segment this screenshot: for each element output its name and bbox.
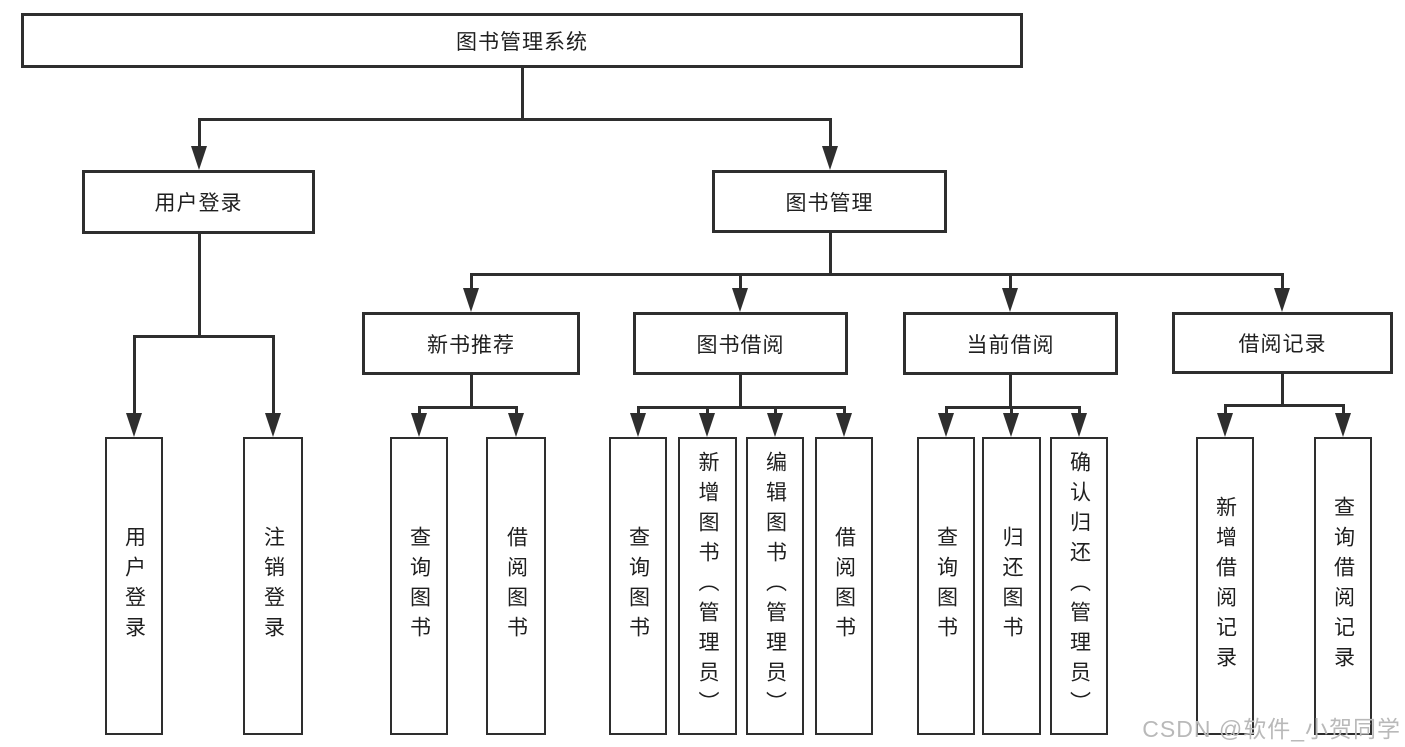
connector-current-stem <box>1009 375 1012 409</box>
node-root-label: 图书管理系统 <box>456 30 588 54</box>
connector-book-management-stem <box>828 233 832 276</box>
connector-user-login-stem <box>197 234 201 338</box>
leaf-recommend-borrow-books: 借阅图书 <box>486 437 546 735</box>
arrowhead-current-return <box>1003 413 1019 437</box>
connector-root-bar <box>197 118 832 121</box>
leaf-borrowing-query-books-label: 查询图书 <box>626 526 650 646</box>
arrowhead-recommend-borrow <box>507 413 524 437</box>
node-new-book-recommend-label: 新书推荐 <box>427 333 515 357</box>
connector-arm-user-login <box>197 118 201 148</box>
leaf-current-query-books: 查询图书 <box>917 437 975 735</box>
connector-borrowing-stem <box>739 375 742 409</box>
arrowhead-borrowing-edit <box>766 413 783 437</box>
connector-arm-borrowing-borrow <box>842 406 846 416</box>
arrowhead-leaf-logout <box>264 413 281 437</box>
connector-arm-borrowing-records <box>1281 273 1284 290</box>
leaf-records-add-record-label: 新增借阅记录 <box>1213 496 1237 676</box>
leaf-logout-login: 注销登录 <box>243 437 303 735</box>
arrowhead-user-login <box>190 146 207 170</box>
arrowhead-current-query <box>937 413 954 437</box>
arrowhead-borrowing-borrow <box>835 413 852 437</box>
leaf-records-query-record: 查询借阅记录 <box>1314 437 1372 735</box>
leaf-logout-login-label: 注销登录 <box>261 526 285 646</box>
leaf-borrowing-query-books: 查询图书 <box>609 437 667 735</box>
connector-arm-new-book-recommend <box>469 273 473 290</box>
node-new-book-recommend: 新书推荐 <box>362 312 580 375</box>
node-user-login: 用户登录 <box>82 170 315 234</box>
connector-arm-borrowing-edit <box>773 406 777 416</box>
leaf-borrowing-edit-books-admin: 编辑图书（管理员） <box>746 437 804 735</box>
connector-arm-current-return <box>1010 406 1013 416</box>
arrowhead-current-borrowing <box>1002 288 1018 312</box>
arrowhead-book-management <box>821 146 838 170</box>
leaf-records-query-record-label: 查询借阅记录 <box>1331 496 1355 676</box>
leaf-records-add-record: 新增借阅记录 <box>1196 437 1254 735</box>
leaf-recommend-query-books: 查询图书 <box>390 437 448 735</box>
connector-arm-current-query <box>944 406 948 416</box>
node-book-borrowing-label: 图书借阅 <box>696 333 785 357</box>
node-book-management: 图书管理 <box>712 170 947 233</box>
connector-recommend-bar <box>417 406 518 409</box>
connector-arm-borrowing-query <box>636 406 640 416</box>
arrowhead-book-borrowing <box>732 288 748 312</box>
node-current-borrowing: 当前借阅 <box>903 312 1118 375</box>
connector-arm-current-confirm <box>1077 406 1081 416</box>
leaf-current-return-books-label: 归还图书 <box>1000 526 1023 646</box>
leaf-borrowing-borrow-books: 借阅图书 <box>815 437 873 735</box>
connector-arm-leaf-user-login <box>132 335 136 415</box>
arrowhead-borrowing-add <box>699 413 715 437</box>
arrowhead-borrowing-records <box>1274 288 1290 312</box>
connector-arm-leaf-logout <box>271 335 275 415</box>
leaf-borrowing-borrow-books-label: 借阅图书 <box>832 526 856 646</box>
connector-recommend-stem <box>469 375 473 409</box>
node-root-library-system: 图书管理系统 <box>21 13 1023 68</box>
node-borrowing-records-label: 借阅记录 <box>1238 333 1327 356</box>
arrowhead-records-add <box>1216 413 1233 437</box>
connector-arm-records-add <box>1223 404 1227 416</box>
leaf-recommend-borrow-books-label: 借阅图书 <box>504 526 528 646</box>
connector-arm-book-management <box>828 118 832 148</box>
connector-records-bar <box>1223 404 1344 407</box>
csdn-watermark: CSDN @软件_小贺同学 <box>1142 716 1401 742</box>
connector-arm-borrowing-add <box>706 406 709 416</box>
leaf-borrowing-add-books-admin-label: 新增图书（管理员） <box>696 451 719 721</box>
leaf-current-confirm-return-admin: 确认归还（管理员） <box>1050 437 1108 735</box>
connector-arm-recommend-query <box>417 406 421 416</box>
connector-arm-book-borrowing <box>739 273 742 290</box>
leaf-user-login-label: 用户登录 <box>122 526 146 646</box>
leaf-borrowing-add-books-admin: 新增图书（管理员） <box>678 437 737 735</box>
arrowhead-leaf-user-login <box>125 413 142 437</box>
connector-arm-records-query <box>1341 404 1345 416</box>
connector-arm-current-borrowing <box>1009 273 1012 290</box>
leaf-current-confirm-return-admin-label: 确认归还（管理员） <box>1067 451 1091 721</box>
leaf-borrowing-edit-books-admin-label: 编辑图书（管理员） <box>763 451 787 721</box>
leaf-current-query-books-label: 查询图书 <box>934 526 958 646</box>
connector-records-stem <box>1281 374 1284 407</box>
connector-root-stem <box>520 68 524 121</box>
arrowhead-recommend-query <box>410 413 427 437</box>
leaf-user-login: 用户登录 <box>105 437 163 735</box>
connector-user-login-bar <box>132 335 275 338</box>
node-book-borrowing: 图书借阅 <box>633 312 848 375</box>
connector-book-management-bar <box>469 273 1284 276</box>
leaf-current-return-books: 归还图书 <box>982 437 1041 735</box>
connector-borrowing-bar <box>636 406 846 409</box>
node-user-login-label: 用户登录 <box>154 192 243 215</box>
node-borrowing-records: 借阅记录 <box>1172 312 1393 374</box>
arrowhead-new-book-recommend <box>462 288 479 312</box>
arrowhead-records-query <box>1334 413 1351 437</box>
arrowhead-current-confirm <box>1070 413 1087 437</box>
arrowhead-borrowing-query <box>629 413 646 437</box>
leaf-recommend-query-books-label: 查询图书 <box>407 526 431 646</box>
node-current-borrowing-label: 当前借阅 <box>966 333 1055 357</box>
connector-arm-recommend-borrow <box>514 406 518 416</box>
node-book-management-label: 图书管理 <box>785 191 874 215</box>
